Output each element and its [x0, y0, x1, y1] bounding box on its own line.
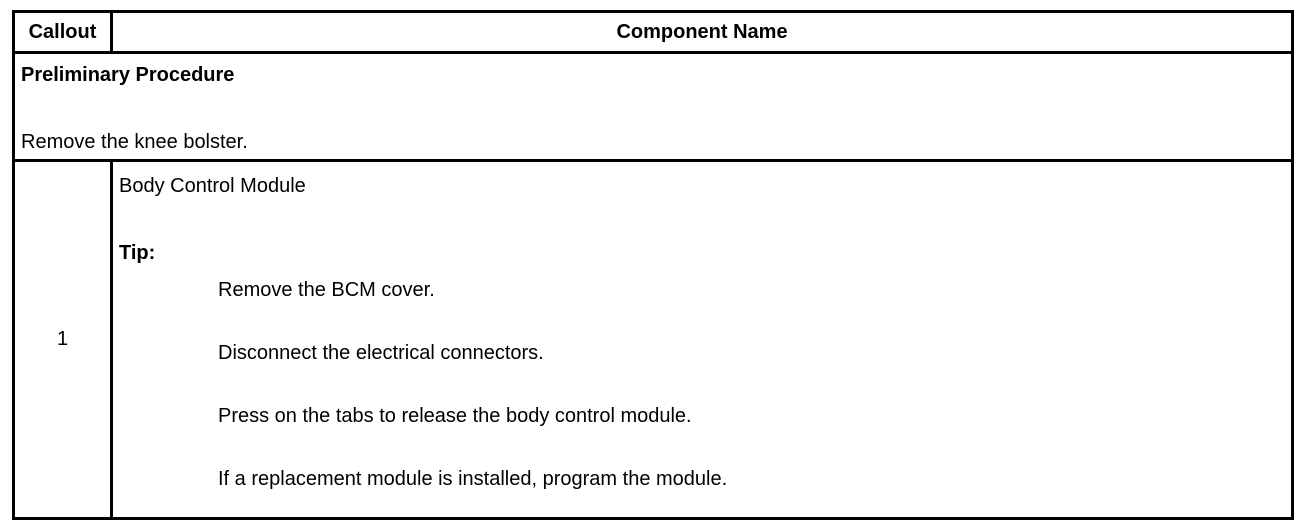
procedure-step: Remove the BCM cover.: [218, 279, 435, 301]
column-header-callout: Callout: [28, 20, 97, 43]
row-divider: [15, 159, 1291, 162]
procedure-step: Press on the tabs to release the body co…: [218, 405, 692, 427]
preliminary-procedure-text: Remove the knee bolster.: [21, 131, 248, 153]
component-name: Body Control Module: [119, 175, 306, 197]
procedure-step: If a replacement module is installed, pr…: [218, 468, 728, 490]
procedure-step: Disconnect the electrical connectors.: [218, 342, 544, 364]
preliminary-procedure-row: Preliminary Procedure Remove the knee bo…: [15, 54, 1291, 159]
column-header-component-name: Component Name: [616, 20, 788, 43]
callout-number: 1: [56, 328, 69, 350]
column-divider: [110, 162, 113, 517]
component-table: Callout Component Name Preliminary Proce…: [12, 10, 1294, 520]
preliminary-procedure-title: Preliminary Procedure: [21, 64, 235, 86]
column-divider: [110, 13, 113, 51]
tip-label: Tip:: [119, 242, 156, 264]
row-divider: [15, 51, 1291, 54]
